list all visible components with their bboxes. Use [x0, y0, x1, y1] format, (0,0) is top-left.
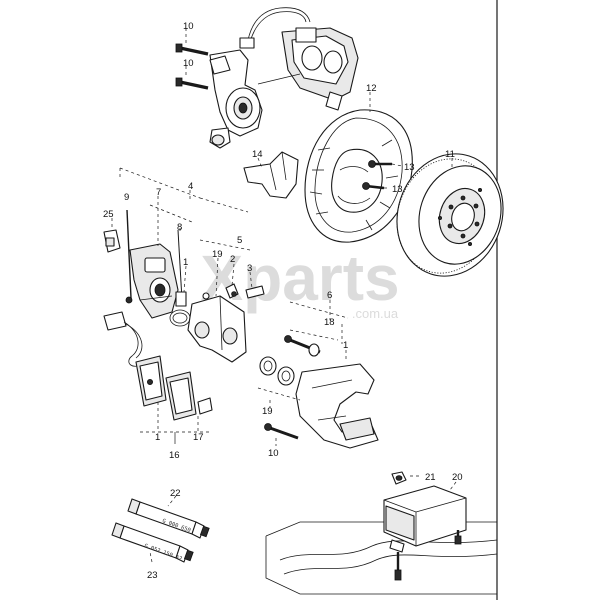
callout-12: 12 — [366, 83, 377, 94]
callout-20: 20 — [452, 472, 463, 483]
bolt-10-lower — [175, 77, 209, 90]
bleeder-parts — [202, 283, 265, 300]
bolt-with-washer — [284, 335, 321, 357]
callout-19-lower: 19 — [262, 406, 273, 417]
grease-tube-22: G 000 650 — [127, 498, 210, 539]
sensor-connector — [239, 37, 255, 49]
brake-pad-right — [165, 371, 197, 421]
callout-21: 21 — [425, 472, 436, 483]
group-bracket-6 — [289, 301, 349, 319]
callout-10-mid: 10 — [183, 58, 194, 69]
callout-4: 4 — [188, 181, 193, 192]
callout-19-upper: 19 — [212, 249, 223, 260]
callout-8: 8 — [177, 222, 182, 233]
callout-25: 25 — [103, 209, 114, 220]
callout-6: 6 — [327, 290, 332, 301]
screw-13-lower — [362, 182, 385, 190]
wear-sensor — [103, 311, 147, 367]
guide-pin-8 — [175, 229, 187, 307]
bolt-10-upper — [175, 43, 209, 56]
bolt-10-bottom — [264, 423, 299, 440]
callout-1-lower: 1 — [155, 432, 160, 443]
callout-17: 17 — [193, 432, 204, 443]
callout-1-upper: 1 — [183, 257, 188, 268]
callout-10-top: 10 — [183, 21, 194, 32]
bracket-14 — [243, 151, 299, 199]
group-bracket-4 — [119, 167, 201, 199]
callout-9: 9 — [124, 192, 129, 203]
callout-2: 2 — [230, 254, 235, 265]
sensor-25 — [103, 229, 121, 253]
callout-1-right: 1 — [343, 340, 348, 351]
watermark-brand: Xparts — [200, 242, 399, 314]
callout-5: 5 — [237, 235, 242, 246]
caliper-carrier-6 — [295, 363, 379, 449]
screw-13-upper — [368, 160, 392, 168]
callout-18: 18 — [324, 317, 335, 328]
caliper-carrier — [187, 295, 247, 363]
brake-pad-left — [135, 355, 167, 407]
control-unit-20 — [383, 485, 467, 581]
grease-tube-23: G 052 150 A2 — [111, 522, 194, 563]
callout-14: 14 — [252, 149, 263, 160]
callout-23: 23 — [147, 570, 158, 581]
callout-3: 3 — [247, 263, 252, 274]
callout-13-lower: 13 — [392, 184, 403, 195]
callout-13-upper: 13 — [404, 162, 415, 173]
sensor-cable — [247, 7, 311, 41]
leader-lines — [111, 28, 457, 563]
callout-7: 7 — [156, 187, 161, 198]
group-bracket-19 — [257, 387, 301, 401]
brake-disc — [396, 153, 504, 277]
callouts: 10 10 12 14 13 13 11 4 9 7 8 25 5 19 2 1… — [103, 21, 463, 581]
bolt-9 — [125, 209, 133, 304]
brake-dust-shield — [304, 109, 413, 243]
clip-17 — [197, 397, 213, 415]
callout-10-bottom: 10 — [268, 448, 279, 459]
steering-knuckle-assembly — [175, 7, 359, 149]
callout-16: 16 — [169, 450, 180, 461]
caliper-housing — [129, 243, 179, 319]
callout-11: 11 — [445, 149, 455, 160]
watermark-domain: .com.ua — [352, 306, 399, 321]
nut-21 — [391, 471, 407, 485]
bushing-parts — [259, 356, 295, 386]
callout-22: 22 — [170, 488, 181, 499]
floor-tray — [265, 521, 498, 595]
